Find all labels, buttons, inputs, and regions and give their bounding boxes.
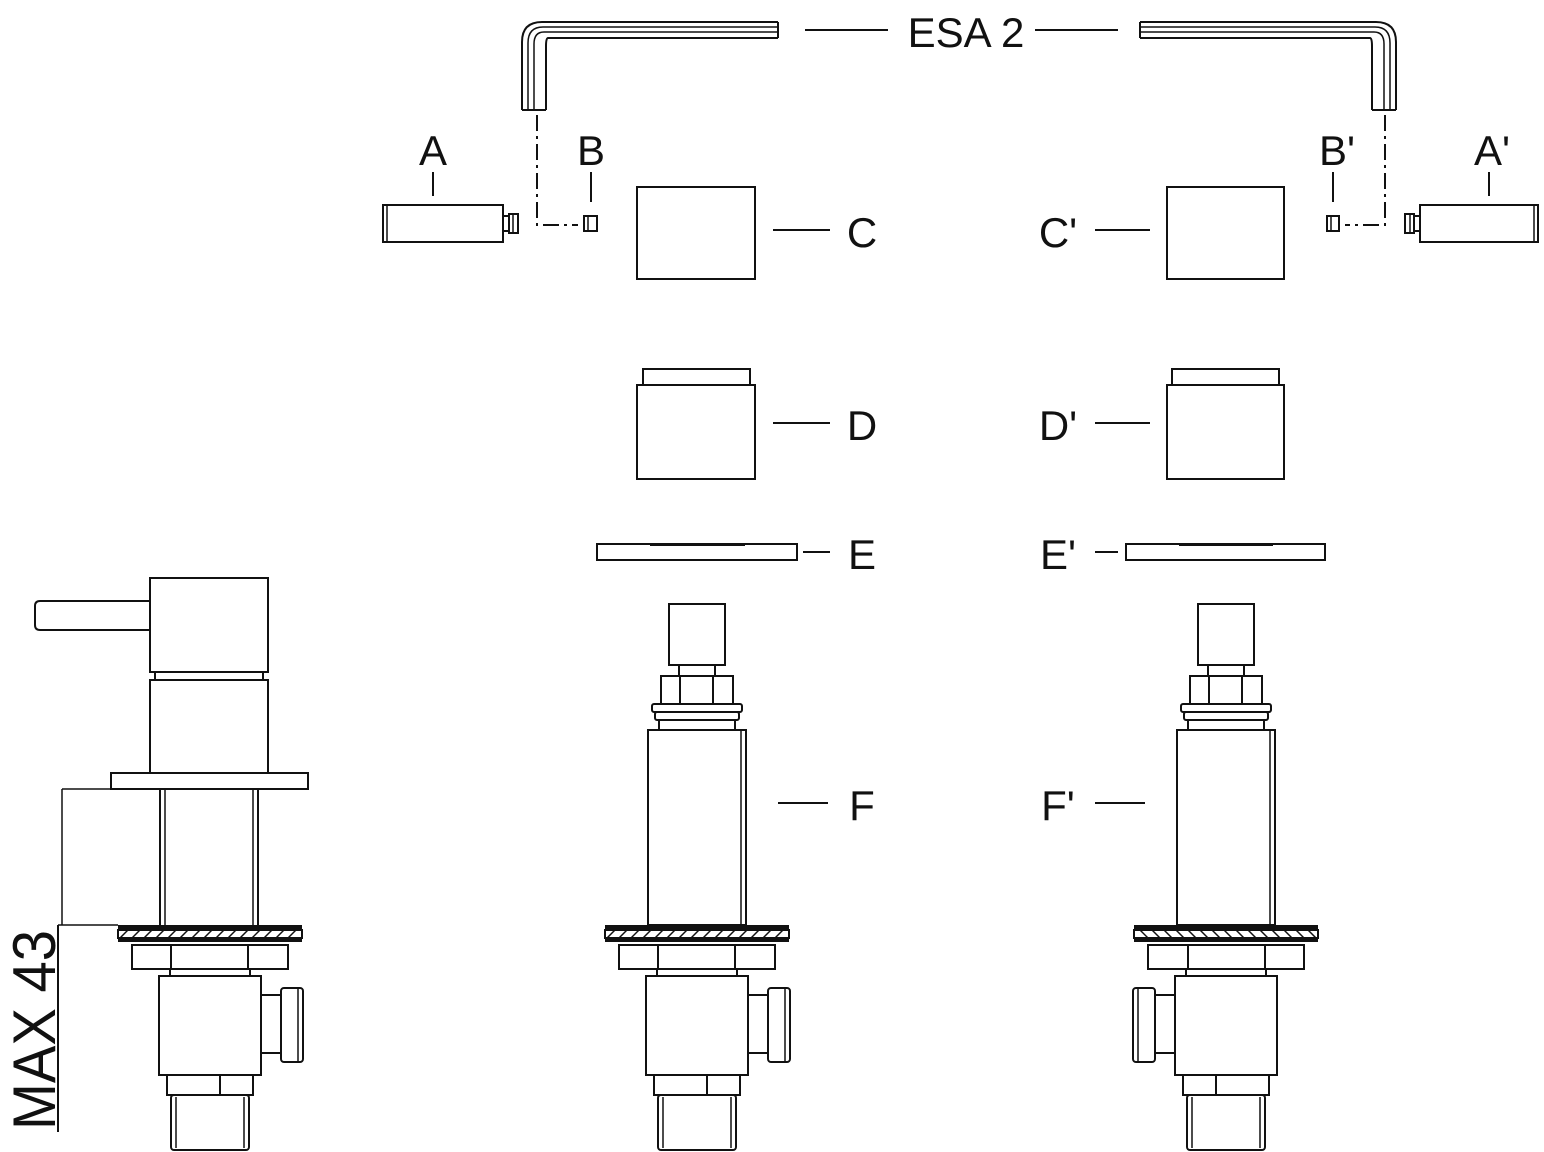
label-e: E [848,531,876,578]
hex-key-left [521,21,779,111]
guide-line-left [536,115,578,226]
part-d-cover [636,368,756,480]
part-d-prime-cover [1166,368,1285,480]
part-b-grub-screw [583,215,598,232]
part-e-prime-plate [1125,543,1326,561]
label-c: C [847,209,877,256]
valve-base-assembled [117,924,304,1151]
assembled-cover [149,679,269,774]
assembled-valve [34,577,309,925]
hex-key-right [1139,21,1397,111]
part-a-prime-lever [1404,204,1539,243]
label-a-prime: A' [1474,127,1510,174]
label-f: F [849,782,875,829]
part-a-lever [382,204,519,243]
assembled-ring [154,671,264,681]
assembled-lever [34,600,151,631]
label-b-prime: B' [1319,127,1355,174]
dimension-label: MAX 43 [1,930,68,1130]
label-a: A [419,127,447,174]
label-f-prime: F' [1041,782,1075,829]
assembled-handle-body [149,577,269,673]
part-b-prime-grub-screw [1326,215,1340,232]
part-c-handle-body [636,186,756,280]
dimension-max-thickness: MAX 43 [1,788,118,1132]
valve-base-f-prime [1132,924,1319,1151]
label-b: B [577,127,605,174]
assembled-flange [110,772,309,790]
tool-label: ESA 2 [908,9,1025,56]
part-e-plate [596,543,798,561]
guide-line-right [1345,115,1386,226]
label-d: D [847,402,877,449]
part-f-cartridge [647,603,747,926]
label-e-prime: E' [1040,531,1076,578]
part-c-prime-handle-body [1166,186,1285,280]
part-f-prime-cartridge [1176,603,1276,926]
valve-base-f [604,924,791,1151]
label-d-prime: D' [1039,402,1077,449]
assembled-shank [159,789,259,925]
label-c-prime: C' [1039,209,1077,256]
